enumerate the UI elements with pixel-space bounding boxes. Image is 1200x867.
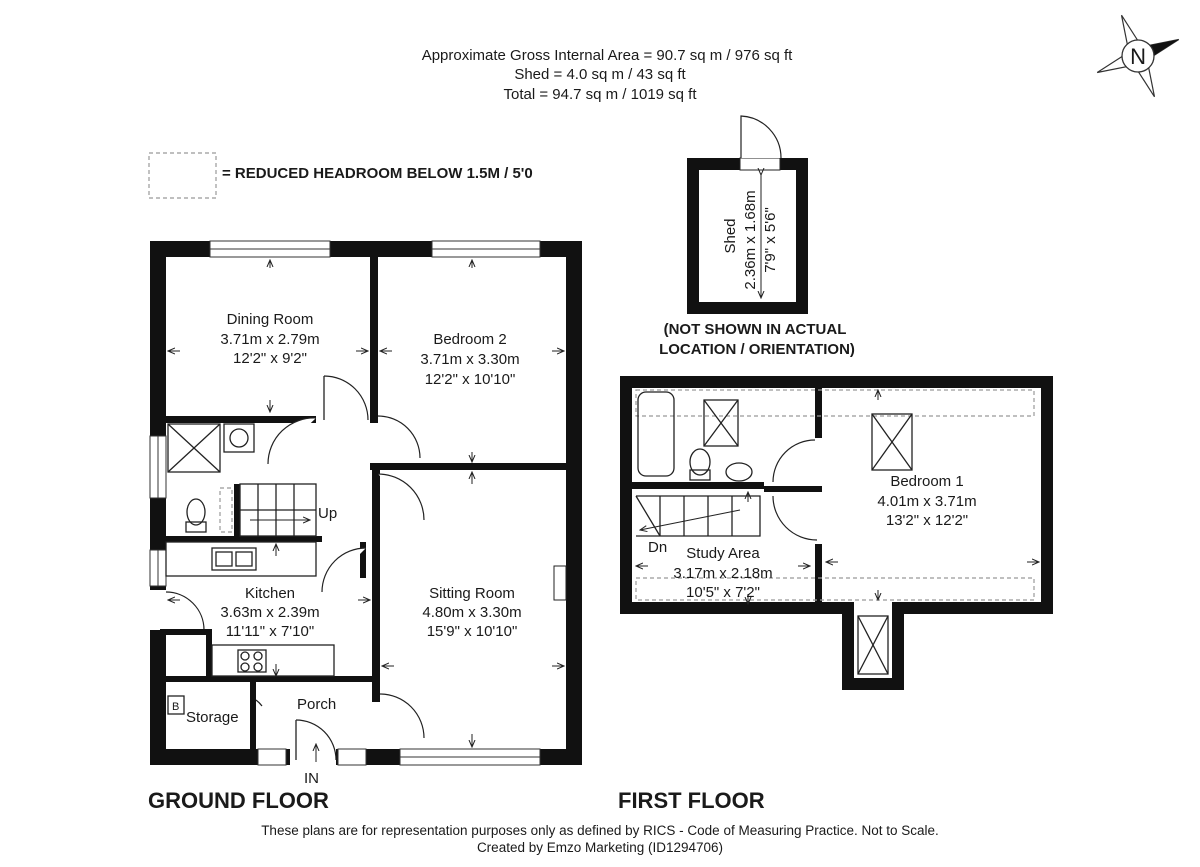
shed-area-text: Shed = 4.0 sq m / 43 sq ft: [514, 66, 686, 83]
disclaimer-text: These plans are for representation purpo…: [261, 823, 939, 838]
bedroom-1-imperial: 13'2" x 12'2": [886, 512, 968, 529]
shed-plan: Shed 2.36m x 1.68m 7'9" x 5'6": [687, 115, 808, 314]
first-floor-title: FIRST FLOOR: [618, 788, 765, 813]
bedroom-1-metric: 4.01m x 3.71m: [877, 493, 976, 510]
compass-icon: N: [1096, 14, 1180, 98]
dining-room-name: Dining Room: [227, 311, 314, 328]
compass-label: N: [1130, 44, 1146, 69]
total-area-text: Total = 94.7 sq m / 1019 sq ft: [503, 86, 697, 103]
headroom-legend: = REDUCED HEADROOM BELOW 1.5M / 5'0: [148, 152, 533, 199]
area-summary: Approximate Gross Internal Area = 90.7 s…: [422, 47, 793, 103]
stairs-up-label: Up: [318, 505, 337, 522]
room-bedroom-2: Bedroom 2 3.71m x 3.30m 12'2" x 10'10": [420, 331, 519, 388]
dining-room-metric: 3.71m x 2.79m: [220, 331, 319, 348]
room-dining: Dining Room 3.71m x 2.79m 12'2" x 9'2": [220, 311, 319, 367]
entrance-label: IN: [304, 770, 319, 787]
boiler-tag: B: [172, 701, 179, 713]
first-floor-plan: Dn: [620, 376, 1053, 690]
bedroom-2-metric: 3.71m x 3.30m: [420, 351, 519, 368]
sitting-room-metric: 4.80m x 3.30m: [422, 604, 521, 621]
credit-text: Created by Emzo Marketing (ID1294706): [477, 840, 723, 855]
shed-note-line2: LOCATION / ORIENTATION): [659, 341, 855, 358]
legend-swatch: [148, 152, 217, 199]
kitchen-name: Kitchen: [245, 585, 295, 602]
bedroom-2-name: Bedroom 2: [433, 331, 506, 348]
study-area-metric: 3.17m x 2.18m: [673, 565, 772, 582]
porch-label: Porch: [297, 696, 336, 713]
kitchen-metric: 3.63m x 2.39m: [220, 604, 319, 621]
storage-label: Storage: [186, 709, 239, 726]
room-kitchen: Kitchen 3.63m x 2.39m 11'11" x 7'10": [220, 585, 319, 640]
study-area-imperial: 10'5" x 7'2": [686, 584, 760, 601]
bedroom-1-name: Bedroom 1: [890, 473, 963, 490]
sitting-room-name: Sitting Room: [429, 585, 515, 602]
dining-room-imperial: 12'2" x 9'2": [233, 350, 307, 367]
study-area-name: Study Area: [686, 545, 760, 562]
stairs-down-label: Dn: [648, 539, 667, 556]
legend-text: = REDUCED HEADROOM BELOW 1.5M / 5'0: [222, 165, 533, 182]
gross-area-text: Approximate Gross Internal Area = 90.7 s…: [422, 47, 793, 64]
shed-imperial: 7'9" x 5'6": [762, 207, 779, 273]
shed-note-line1: (NOT SHOWN IN ACTUAL: [664, 321, 847, 338]
sitting-room-imperial: 15'9" x 10'10": [427, 623, 518, 640]
room-study-area: Study Area 3.17m x 2.18m 10'5" x 7'2": [673, 545, 772, 601]
shed-name: Shed: [722, 218, 739, 253]
kitchen-imperial: 11'11" x 7'10": [226, 623, 314, 640]
shed-metric: 2.36m x 1.68m: [742, 190, 759, 289]
bedroom-2-imperial: 12'2" x 10'10": [425, 371, 516, 388]
room-sitting: Sitting Room 4.80m x 3.30m 15'9" x 10'10…: [422, 585, 521, 640]
ground-floor-title: GROUND FLOOR: [148, 788, 329, 813]
room-bedroom-1: Bedroom 1 4.01m x 3.71m 13'2" x 12'2": [877, 473, 976, 529]
ground-floor-plan: Up B: [149, 240, 582, 766]
